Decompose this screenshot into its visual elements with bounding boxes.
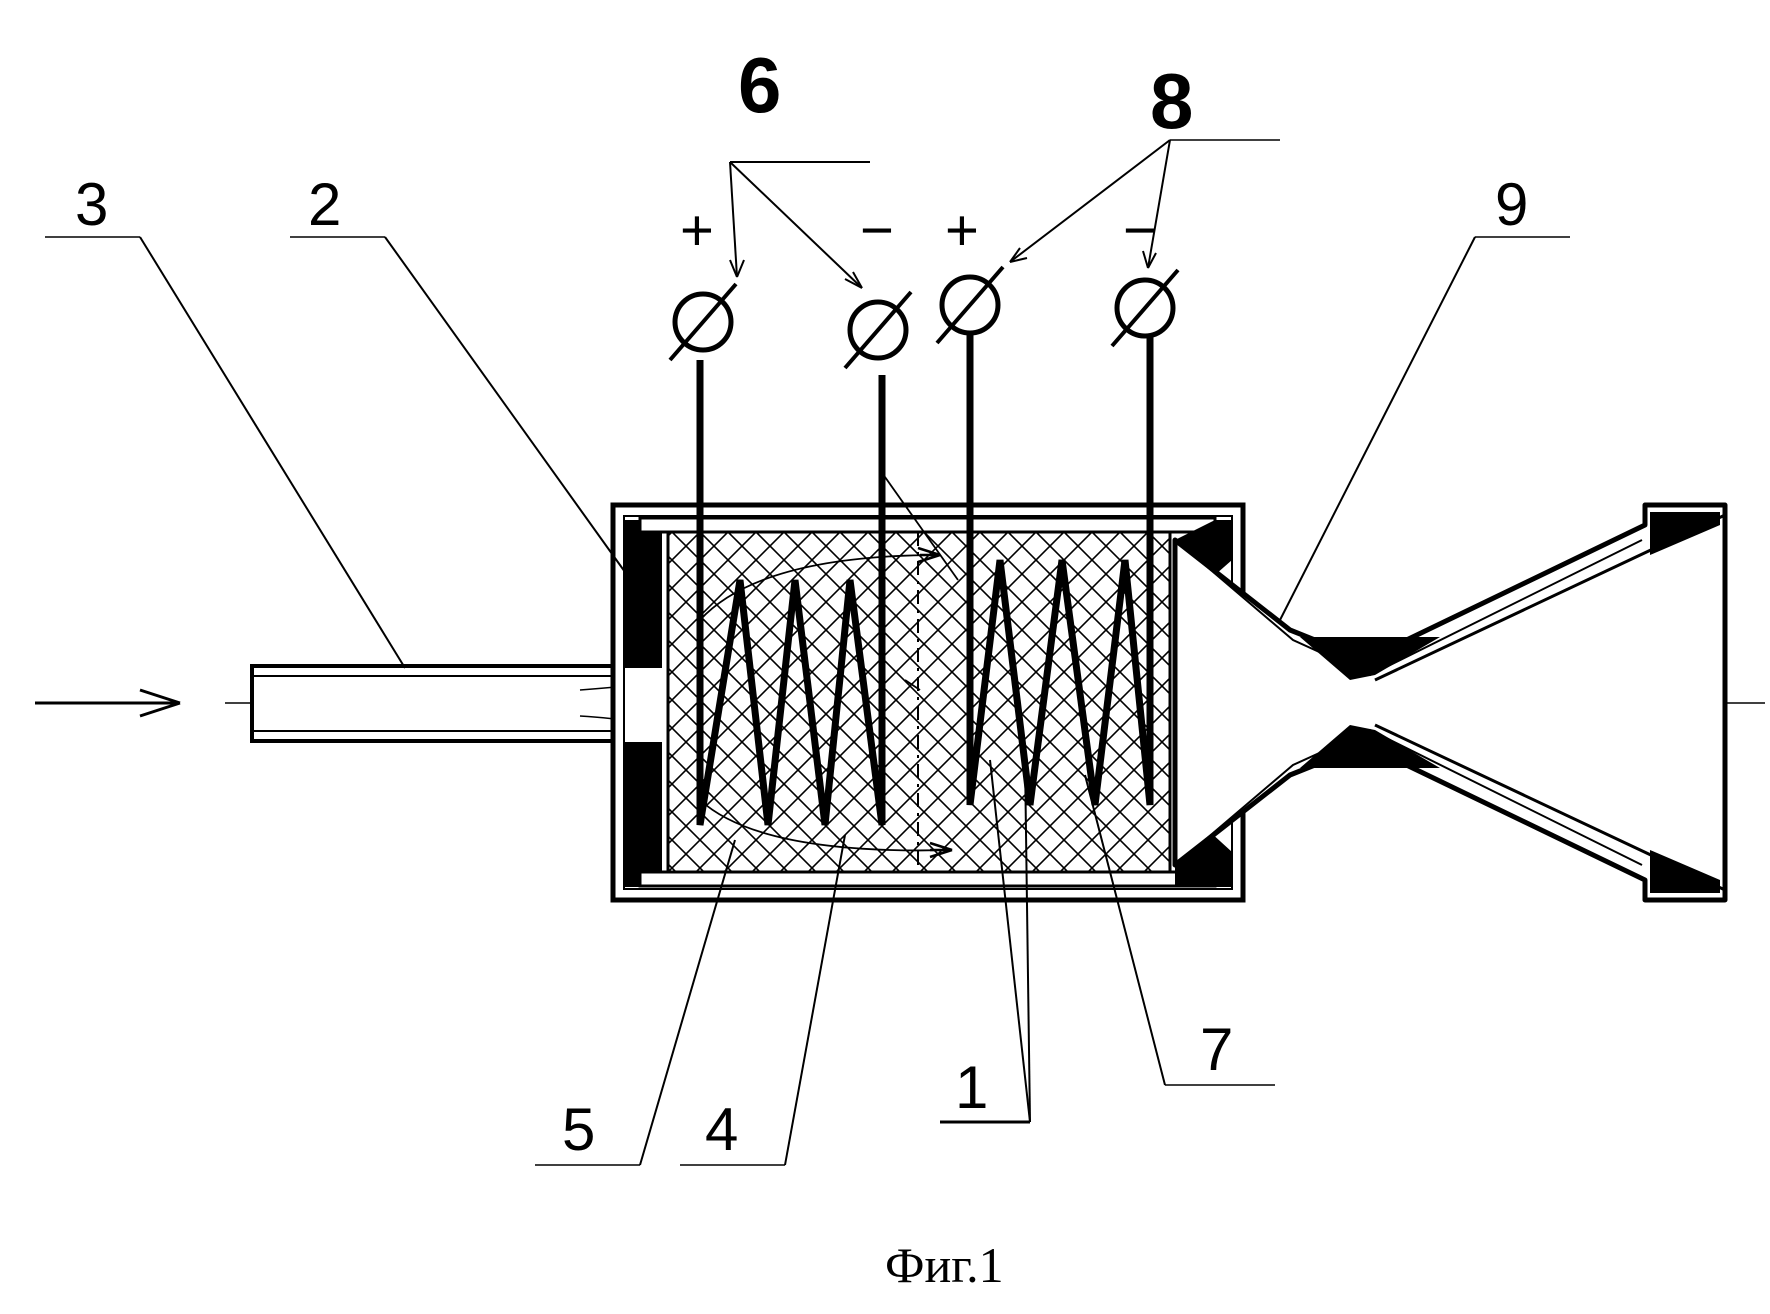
- terminal-3: [937, 267, 1003, 343]
- terminal-3-sign: +: [945, 198, 979, 263]
- label-7: 7: [1200, 1016, 1233, 1083]
- inlet-pipe: [252, 666, 670, 741]
- label-4: 4: [705, 1096, 738, 1163]
- inlet-arrow: [35, 690, 180, 716]
- terminal-1: [670, 284, 736, 360]
- label-8: 8: [1150, 57, 1193, 145]
- label-5: 5: [562, 1096, 595, 1163]
- label-2: 2: [308, 171, 341, 238]
- figure-caption: Фиг.1: [885, 1237, 1004, 1293]
- nozzle: [1175, 505, 1725, 900]
- label-3: 3: [75, 171, 108, 238]
- label-1: 1: [955, 1054, 988, 1121]
- label-9: 9: [1495, 171, 1528, 238]
- terminal-4: [1112, 270, 1178, 346]
- terminal-2-sign: −: [860, 198, 894, 263]
- label-6: 6: [738, 41, 781, 129]
- terminal-2: [845, 292, 911, 368]
- terminal-4-sign: −: [1123, 198, 1157, 263]
- terminal-1-sign: +: [680, 198, 714, 263]
